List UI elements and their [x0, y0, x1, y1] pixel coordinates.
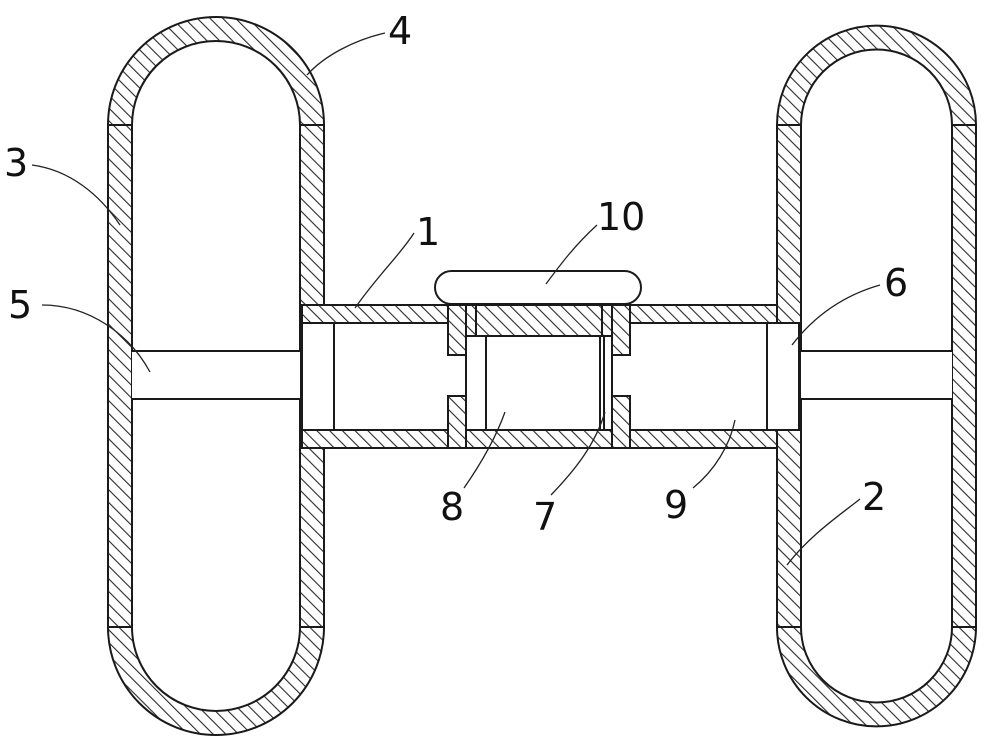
grip-pad [434, 270, 642, 305]
callout-7: 7 [533, 495, 557, 539]
right-loop [776, 24, 977, 728]
leader-6 [791, 284, 881, 346]
callout-9: 9 [664, 483, 688, 527]
left-crossbar [132, 350, 300, 400]
callout-4: 4 [388, 9, 412, 53]
leader-10 [545, 224, 598, 285]
leader-9 [692, 419, 736, 489]
leader-5 [41, 304, 151, 373]
left-loop [107, 16, 325, 736]
leader-2 [786, 498, 861, 566]
leader-3 [31, 164, 121, 226]
callout-3: 3 [4, 141, 28, 185]
leader-1 [354, 232, 415, 309]
leader-8 [463, 411, 506, 489]
callout-5: 5 [8, 283, 32, 327]
leader-4 [306, 32, 386, 76]
callout-8: 8 [440, 485, 464, 529]
leader-7 [550, 411, 606, 496]
right-crossbar [801, 350, 952, 400]
callout-6: 6 [884, 261, 908, 305]
callout-1: 1 [416, 210, 440, 254]
callout-10: 10 [597, 195, 645, 239]
end-collar-left [301, 322, 335, 431]
end-collar-right [766, 322, 800, 431]
leader-lines [31, 32, 881, 566]
callout-labels: 1 2 3 4 5 6 7 8 9 10 [4, 9, 908, 539]
callout-2: 2 [862, 475, 886, 519]
center-plug [465, 304, 613, 431]
